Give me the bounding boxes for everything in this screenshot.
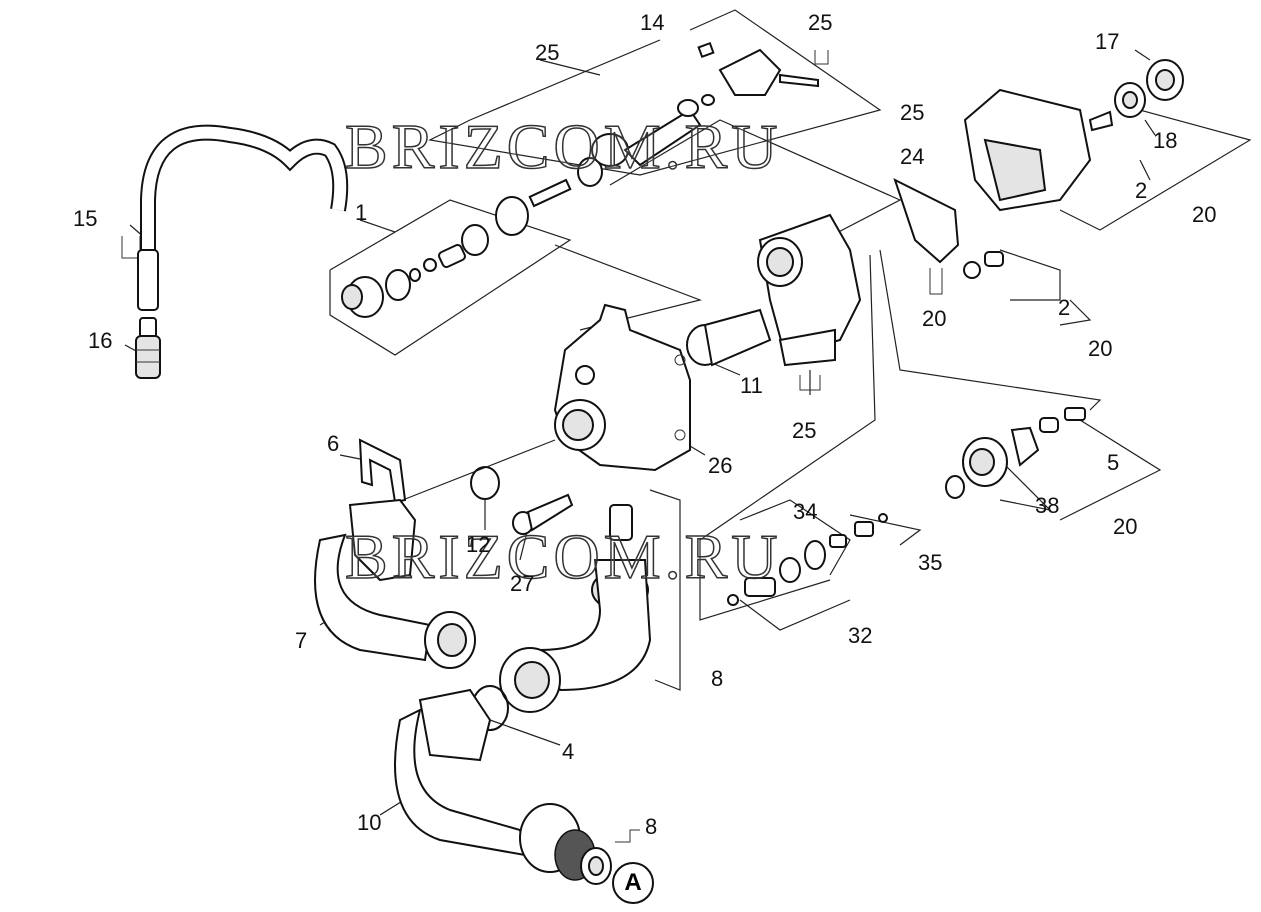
pump-head-26	[553, 303, 691, 472]
spring-2	[963, 251, 1004, 279]
hose-15	[137, 124, 349, 311]
label-12: 12	[466, 532, 491, 557]
callout-a: A	[612, 862, 654, 904]
watermark-top: BRIZCOM.RU	[344, 110, 782, 183]
screw-27	[512, 493, 574, 535]
label-18: 18	[1153, 128, 1178, 153]
label-25-seal: 25	[900, 100, 925, 125]
watermark-bottom: BRIZCOM.RU	[344, 520, 782, 593]
label-2-top: 2	[1135, 178, 1148, 203]
elbow-10	[394, 688, 612, 885]
label-6: 6	[327, 431, 340, 456]
fitting-11	[686, 308, 772, 367]
label-32: 32	[848, 623, 873, 648]
label-24: 24	[900, 144, 925, 169]
label-26: 26	[708, 453, 733, 478]
label-10: 10	[357, 810, 382, 835]
label-20-seal: 20	[922, 306, 947, 331]
label-8-bottom: 8	[645, 814, 658, 839]
valve-group-32-35	[727, 513, 888, 606]
label-20-mid: 20	[1088, 336, 1113, 361]
label-25-elbow: 25	[792, 418, 817, 443]
label-25-left: 25	[535, 40, 560, 65]
cap-assembly-2	[963, 59, 1184, 212]
label-14: 14	[640, 10, 665, 35]
label-20-bottom: 20	[1113, 514, 1138, 539]
label-7: 7	[295, 628, 308, 653]
label-5: 5	[1107, 450, 1120, 475]
elbow-7	[314, 498, 476, 669]
label-4: 4	[562, 739, 575, 764]
label-25-top: 25	[808, 10, 833, 35]
label-38: 38	[1035, 493, 1060, 518]
label-11: 11	[740, 373, 763, 398]
leader-lines	[121, 9, 1252, 843]
label-16: 16	[88, 328, 113, 353]
elbow-8	[499, 504, 652, 713]
seal-24	[893, 178, 960, 264]
hose-connector-16	[135, 317, 161, 379]
label-8-elbow: 8	[711, 666, 724, 691]
valve-group-1	[341, 178, 572, 318]
label-34: 34	[793, 499, 818, 524]
label-17: 17	[1095, 29, 1120, 54]
valve-group-5-38	[945, 407, 1086, 499]
o-ring-12	[470, 466, 500, 500]
label-15: 15	[73, 206, 98, 231]
label-35: 35	[918, 550, 943, 575]
label-2-mid: 2	[1058, 295, 1071, 320]
label-1: 1	[355, 200, 368, 225]
elbow-housing-25	[757, 213, 862, 367]
valve-group-14-25	[577, 41, 819, 187]
clip-6	[358, 438, 407, 504]
label-27: 27	[510, 571, 535, 596]
label-20-cap: 20	[1192, 202, 1217, 227]
